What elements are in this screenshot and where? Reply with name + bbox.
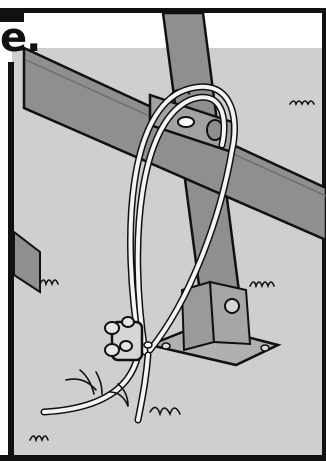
anchor-bolt-icon: [225, 299, 239, 313]
caption-fragment: e.: [0, 18, 40, 58]
bottom-border: [0, 455, 326, 461]
